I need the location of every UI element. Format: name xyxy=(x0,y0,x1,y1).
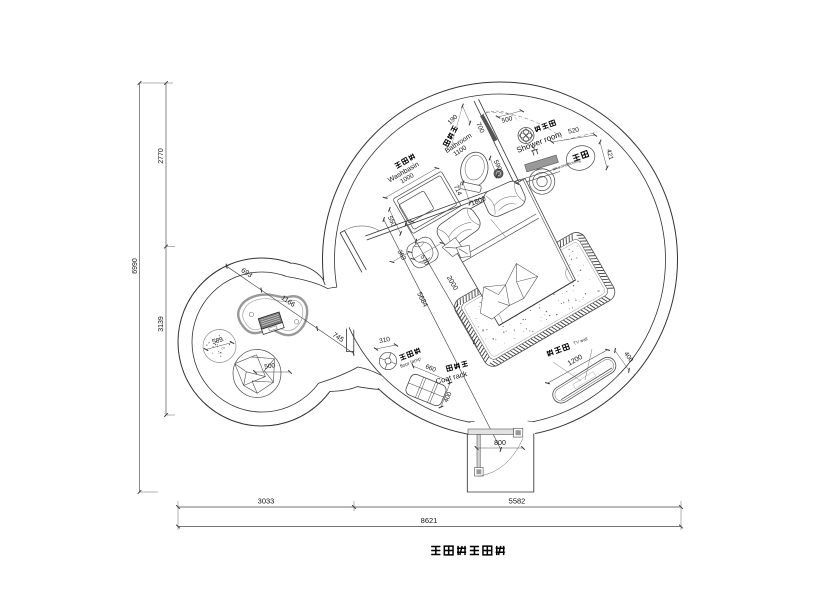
svg-text:500: 500 xyxy=(501,115,514,125)
svg-text:6990: 6990 xyxy=(132,258,139,274)
svg-text:550: 550 xyxy=(386,215,397,228)
svg-text:660: 660 xyxy=(424,363,437,374)
svg-text:500: 500 xyxy=(264,362,276,370)
svg-text:589: 589 xyxy=(211,336,224,346)
svg-text:8621: 8621 xyxy=(421,516,438,525)
svg-text:800: 800 xyxy=(494,440,506,447)
svg-text:5582: 5582 xyxy=(509,497,526,506)
svg-text:714: 714 xyxy=(452,184,463,197)
svg-text:570: 570 xyxy=(419,254,431,267)
svg-text:421: 421 xyxy=(605,148,615,161)
svg-text:590: 590 xyxy=(492,159,503,172)
svg-text:363: 363 xyxy=(396,249,408,262)
svg-text:3033: 3033 xyxy=(258,497,275,506)
svg-text:3139: 3139 xyxy=(158,316,165,332)
svg-text:520: 520 xyxy=(568,126,580,135)
svg-text:400: 400 xyxy=(443,391,454,404)
svg-text:310: 310 xyxy=(379,336,391,345)
svg-text:2770: 2770 xyxy=(158,148,165,164)
svg-text:700: 700 xyxy=(474,121,485,134)
svg-text:TV wall: TV wall xyxy=(573,336,589,346)
